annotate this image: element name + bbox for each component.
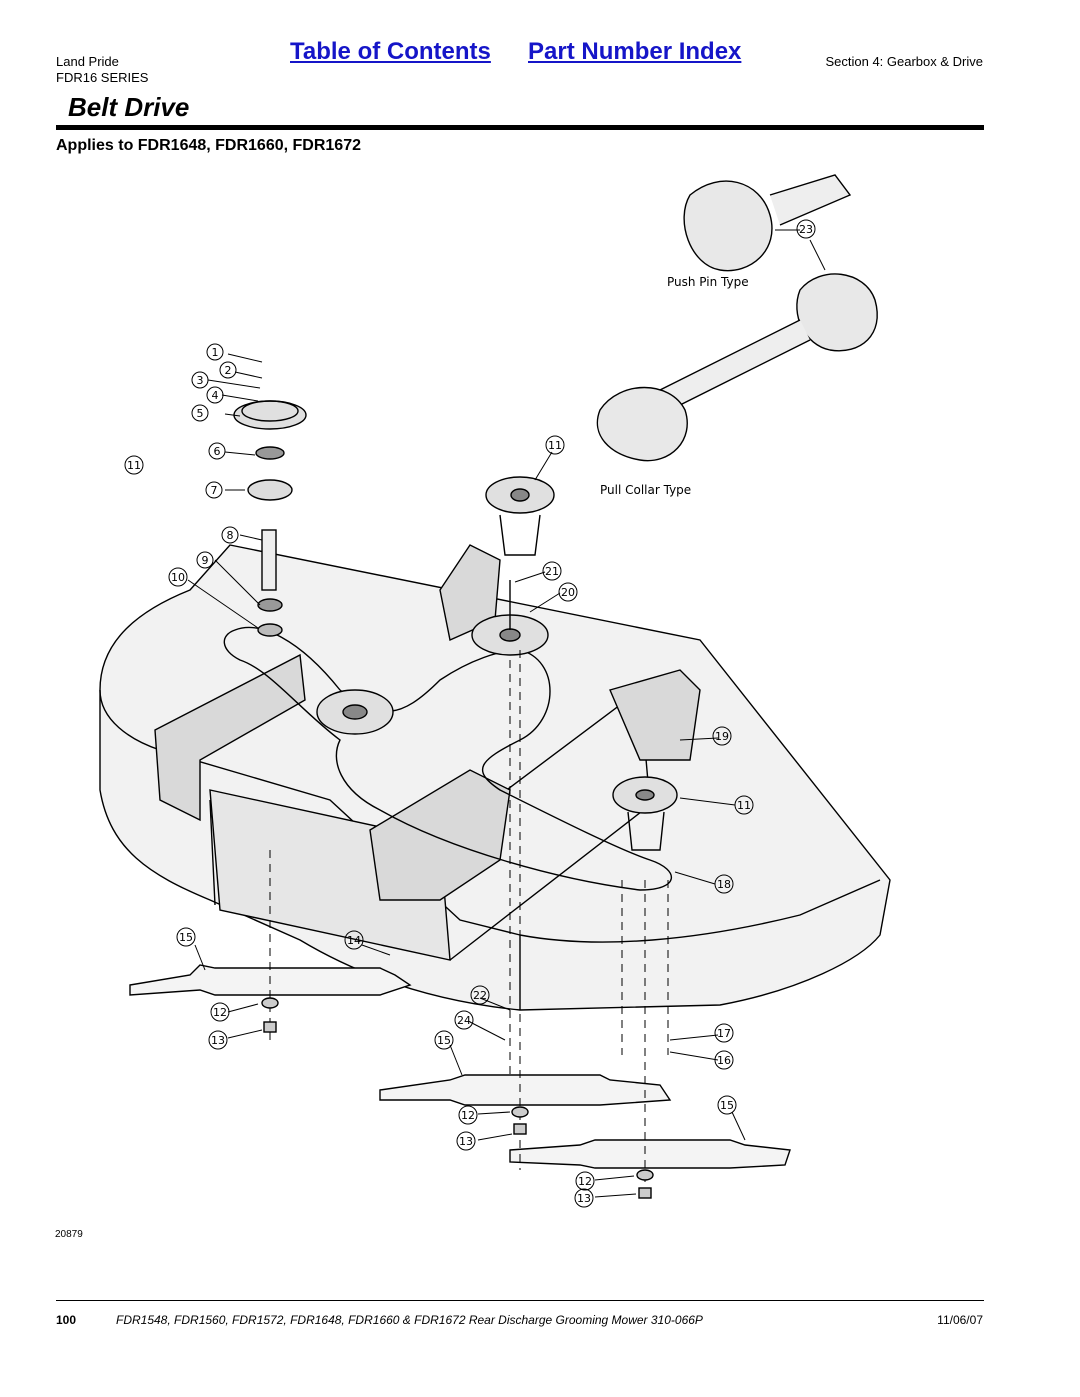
callout-18: 18 — [714, 874, 734, 894]
svg-text:18: 18 — [717, 878, 731, 891]
pulley-left — [233, 400, 307, 637]
part-number-index-link[interactable]: Part Number Index — [528, 38, 742, 65]
svg-text:16: 16 — [717, 1054, 731, 1067]
callout-12-a: 12 — [210, 1002, 230, 1022]
svg-text:10: 10 — [171, 571, 185, 584]
svg-text:13: 13 — [211, 1034, 225, 1047]
document-date: 11/06/07 — [937, 1313, 983, 1327]
section-label: Section 4: Gearbox & Drive — [825, 54, 983, 69]
callout-12-c: 12 — [575, 1171, 595, 1191]
blade-right — [509, 1139, 791, 1169]
page-title: Belt Drive — [68, 92, 190, 122]
svg-text:14: 14 — [347, 934, 361, 947]
applies-to-heading: Applies to FDR1648, FDR1660, FDR1672 — [56, 137, 361, 154]
blade-center — [379, 1074, 672, 1106]
svg-text:15: 15 — [720, 1099, 734, 1112]
document-title: FDR1548, FDR1560, FDR1572, FDR1648, FDR1… — [116, 1313, 703, 1327]
pulley-center-right — [471, 580, 549, 656]
callout-21: 21 — [542, 561, 562, 581]
svg-text:2: 2 — [225, 364, 232, 377]
table-of-contents-link[interactable]: Table of Contents — [290, 38, 491, 65]
svg-text:19: 19 — [715, 730, 729, 743]
svg-text:11: 11 — [548, 439, 562, 452]
brand-name: Land Pride — [56, 54, 119, 69]
callout-13-b: 13 — [456, 1131, 476, 1151]
pulley-center-left — [316, 689, 394, 735]
callout-11-left: 11 — [124, 455, 144, 475]
svg-text:12: 12 — [578, 1175, 592, 1188]
svg-text:13: 13 — [577, 1192, 591, 1205]
callout-15-a: 15 — [176, 927, 196, 947]
callout-19: 19 — [712, 726, 732, 746]
callout-24: 24 — [454, 1010, 474, 1030]
callout-13-c: 13 — [574, 1188, 594, 1208]
callout-5: 5 — [191, 404, 209, 422]
callout-17: 17 — [714, 1023, 734, 1043]
mower-deck — [99, 544, 891, 1011]
svg-text:15: 15 — [179, 931, 193, 944]
svg-text:23: 23 — [799, 223, 813, 236]
callout-13-a: 13 — [208, 1030, 228, 1050]
callout-7: 7 — [205, 481, 223, 499]
callout-6: 6 — [208, 442, 226, 460]
svg-text:17: 17 — [717, 1027, 731, 1040]
svg-text:3: 3 — [197, 374, 204, 387]
svg-text:15: 15 — [437, 1034, 451, 1047]
pull-collar-type-label: Pull Collar Type — [600, 483, 691, 497]
callout-9: 9 — [196, 551, 214, 569]
leader-lines — [187, 229, 826, 1198]
footer-rule — [56, 1300, 984, 1301]
svg-text:4: 4 — [212, 389, 219, 402]
callout-8: 8 — [221, 526, 239, 544]
callout-4: 4 — [206, 386, 224, 404]
callout-1: 1 — [206, 343, 224, 361]
svg-text:6: 6 — [214, 445, 221, 458]
svg-text:13: 13 — [459, 1135, 473, 1148]
callout-11-top: 11 — [545, 435, 565, 455]
callout-15-c: 15 — [717, 1095, 737, 1115]
callout-3: 3 — [191, 371, 209, 389]
figure-number: 20879 — [55, 1229, 83, 1240]
callout-14: 14 — [344, 930, 364, 950]
svg-text:11: 11 — [737, 799, 751, 812]
svg-text:22: 22 — [473, 989, 487, 1002]
pulley-right — [612, 776, 678, 851]
callout-11-right: 11 — [734, 795, 754, 815]
page-number: 100 — [56, 1313, 77, 1327]
push-pin-type-label: Push Pin Type — [667, 275, 749, 289]
title-rule — [56, 125, 984, 130]
callout-10: 10 — [168, 567, 188, 587]
svg-text:8: 8 — [227, 529, 234, 542]
series-name: FDR16 SERIES — [56, 70, 149, 85]
svg-text:12: 12 — [461, 1109, 475, 1122]
svg-text:7: 7 — [211, 484, 218, 497]
svg-text:9: 9 — [202, 554, 209, 567]
svg-text:12: 12 — [213, 1006, 227, 1019]
svg-text:24: 24 — [457, 1014, 471, 1027]
callout-23: 23 — [796, 219, 816, 239]
callout-20: 20 — [558, 582, 578, 602]
callouts: 1 2 3 4 5 6 7 8 9 10 11 11 11 12 12 12 1… — [124, 219, 816, 1208]
svg-text:21: 21 — [545, 565, 559, 578]
svg-text:11: 11 — [127, 459, 141, 472]
driveline — [596, 174, 878, 462]
svg-text:1: 1 — [212, 346, 219, 359]
svg-text:20: 20 — [561, 586, 575, 599]
blade-hardware — [261, 997, 654, 1199]
callout-2: 2 — [219, 361, 237, 379]
pulley-top-right — [485, 476, 555, 556]
svg-text:5: 5 — [197, 407, 204, 420]
callout-16: 16 — [714, 1050, 734, 1070]
callout-22: 22 — [470, 985, 490, 1005]
callout-15-b: 15 — [434, 1030, 454, 1050]
callout-12-b: 12 — [458, 1105, 478, 1125]
